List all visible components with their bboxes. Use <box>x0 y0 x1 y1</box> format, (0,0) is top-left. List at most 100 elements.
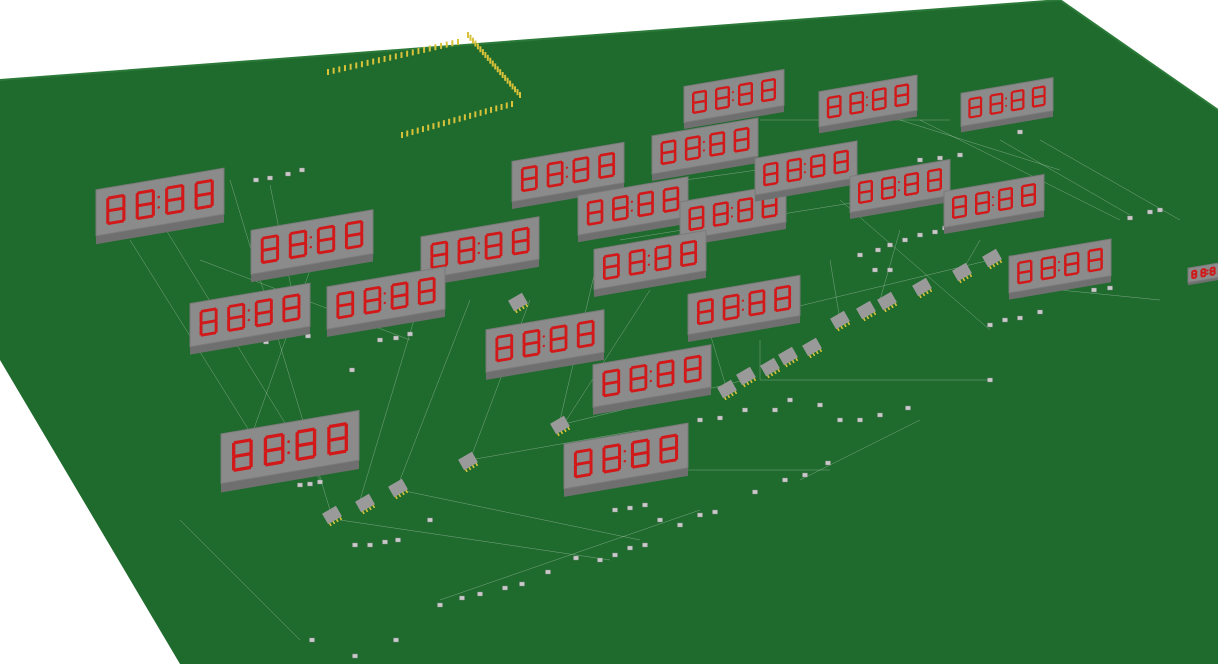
ic-chip[interactable] <box>830 310 851 332</box>
passive-component[interactable] <box>697 417 703 423</box>
ic-chip[interactable] <box>717 379 738 401</box>
seven-segment-display[interactable] <box>189 282 311 355</box>
seven-segment-display[interactable] <box>651 117 759 181</box>
passive-component[interactable] <box>317 479 323 485</box>
passive-component[interactable] <box>917 232 923 238</box>
passive-component[interactable] <box>802 472 808 478</box>
passive-component[interactable] <box>502 585 508 591</box>
passive-component[interactable] <box>752 489 758 495</box>
pin-header-layer[interactable] <box>327 32 521 138</box>
passive-component[interactable] <box>437 602 443 608</box>
seven-segment-display[interactable] <box>220 409 360 493</box>
seven-segment-display[interactable] <box>577 176 689 243</box>
ic-chip[interactable] <box>355 493 376 515</box>
passive-component[interactable] <box>742 407 748 413</box>
passive-component[interactable] <box>677 522 683 528</box>
passive-component[interactable] <box>987 377 993 383</box>
ic-chip[interactable] <box>458 451 479 473</box>
passive-component[interactable] <box>657 517 663 523</box>
passive-component[interactable] <box>902 237 908 243</box>
passive-component[interactable] <box>407 331 413 337</box>
seven-segment-display[interactable] <box>754 140 858 202</box>
seven-segment-display[interactable] <box>1008 238 1112 300</box>
passive-component[interactable] <box>427 517 433 523</box>
passive-component[interactable] <box>612 552 618 558</box>
seven-segment-display[interactable] <box>420 216 540 287</box>
passive-component[interactable] <box>642 502 648 508</box>
passive-component[interactable] <box>285 171 291 177</box>
seven-segment-display[interactable] <box>250 209 374 283</box>
passive-component[interactable] <box>887 242 893 248</box>
passive-component[interactable] <box>787 397 793 403</box>
passive-component[interactable] <box>717 415 723 421</box>
passive-component[interactable] <box>712 509 718 515</box>
ic-chip[interactable] <box>760 357 781 379</box>
ic-chip[interactable] <box>912 277 933 299</box>
passive-component[interactable] <box>872 267 878 273</box>
ic-chip[interactable] <box>736 366 757 388</box>
passive-component[interactable] <box>817 402 823 408</box>
ic-chip[interactable] <box>550 415 571 437</box>
passive-component[interactable] <box>772 407 778 413</box>
ic-chip[interactable] <box>388 478 409 500</box>
passive-component[interactable] <box>782 477 788 483</box>
seven-segment-display-layer[interactable] <box>95 68 1218 497</box>
passive-component[interactable] <box>1091 287 1097 293</box>
passive-component[interactable] <box>519 581 525 587</box>
passive-component[interactable] <box>937 155 943 161</box>
seven-segment-display[interactable] <box>593 229 707 297</box>
seven-segment-display[interactable] <box>326 266 446 337</box>
ic-chip[interactable] <box>778 346 799 368</box>
seven-segment-display[interactable] <box>849 158 951 219</box>
passive-component[interactable] <box>642 542 648 548</box>
ic-chip[interactable] <box>322 505 343 527</box>
passive-component[interactable] <box>477 591 483 597</box>
ic-chip[interactable] <box>802 337 823 359</box>
seven-segment-display[interactable] <box>563 422 689 497</box>
passive-component[interactable] <box>309 637 315 643</box>
seven-segment-display[interactable] <box>95 167 225 245</box>
passive-component[interactable] <box>382 539 388 545</box>
passive-component[interactable] <box>905 405 911 411</box>
seven-segment-display[interactable] <box>683 68 785 129</box>
seven-segment-display[interactable] <box>818 74 918 134</box>
passive-component[interactable] <box>857 417 863 423</box>
ic-chip[interactable] <box>856 300 877 322</box>
passive-component[interactable] <box>597 557 603 563</box>
ic-chip[interactable] <box>877 291 898 313</box>
passive-component[interactable] <box>627 545 633 551</box>
passive-component-layer[interactable] <box>253 129 1163 659</box>
passive-component[interactable] <box>393 335 399 341</box>
seven-segment-display[interactable] <box>592 344 712 415</box>
passive-component[interactable] <box>395 537 401 543</box>
passive-component[interactable] <box>1037 309 1043 315</box>
passive-component[interactable] <box>1127 215 1133 221</box>
ic-chip[interactable] <box>982 248 1003 270</box>
passive-component[interactable] <box>299 167 305 173</box>
passive-component[interactable] <box>352 653 358 659</box>
passive-component[interactable] <box>1157 207 1163 213</box>
passive-component[interactable] <box>307 481 313 487</box>
passive-component[interactable] <box>349 367 355 373</box>
passive-component[interactable] <box>857 252 863 258</box>
passive-component[interactable] <box>352 542 358 548</box>
passive-component[interactable] <box>1107 285 1113 291</box>
seven-segment-display[interactable] <box>1187 260 1218 286</box>
passive-component[interactable] <box>877 412 883 418</box>
passive-component[interactable] <box>987 322 993 328</box>
passive-component[interactable] <box>697 512 703 518</box>
passive-component[interactable] <box>459 595 465 601</box>
passive-component[interactable] <box>825 460 831 466</box>
passive-component[interactable] <box>267 175 273 181</box>
passive-component[interactable] <box>393 637 399 643</box>
passive-component[interactable] <box>1017 129 1023 135</box>
ic-chip[interactable] <box>508 292 529 314</box>
passive-component[interactable] <box>612 507 618 513</box>
passive-component[interactable] <box>253 177 259 183</box>
seven-segment-display[interactable] <box>687 274 801 342</box>
passive-component[interactable] <box>887 267 893 273</box>
passive-component[interactable] <box>545 569 551 575</box>
passive-component[interactable] <box>837 417 843 423</box>
